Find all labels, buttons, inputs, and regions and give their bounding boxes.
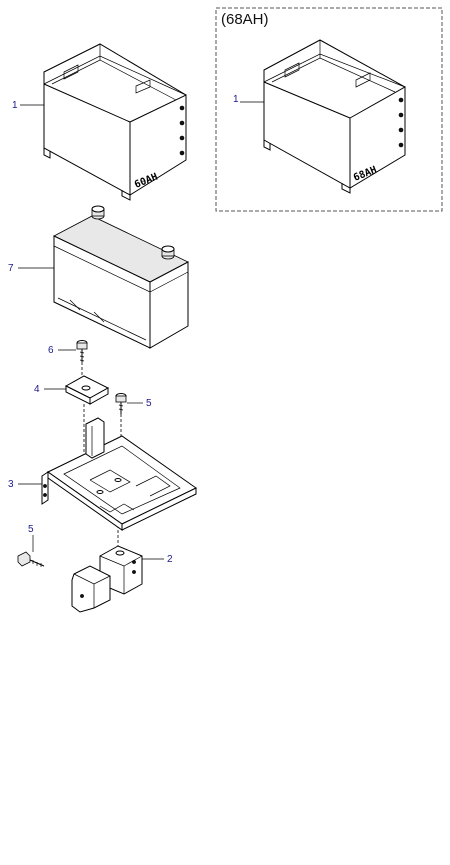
battery-insulation-box-variant: 68AH xyxy=(263,39,406,194)
bolt-right xyxy=(115,393,127,414)
bolt-top xyxy=(76,340,88,362)
bolt-bottom xyxy=(17,551,45,567)
callout-bolt-top: 6 xyxy=(48,345,54,356)
callout-tray-main: 1 xyxy=(12,100,18,111)
callout-bolt-right: 5 xyxy=(146,398,152,409)
callout-battery: 7 xyxy=(8,263,14,274)
battery xyxy=(53,205,189,349)
battery-tray xyxy=(41,417,197,531)
battery-clamp xyxy=(64,375,110,405)
callout-bracket: 2 xyxy=(167,554,173,565)
callout-tray-variant: 1 xyxy=(233,94,239,105)
tray-bracket xyxy=(71,545,143,613)
variant-box-border xyxy=(215,7,443,212)
callout-battery-tray: 3 xyxy=(8,479,14,490)
battery-insulation-box: 60AH xyxy=(43,43,187,201)
variant-label: (68AH) xyxy=(221,11,269,28)
callout-clamp: 4 xyxy=(34,384,40,395)
callout-bolt-bottom: 5 xyxy=(28,524,34,535)
